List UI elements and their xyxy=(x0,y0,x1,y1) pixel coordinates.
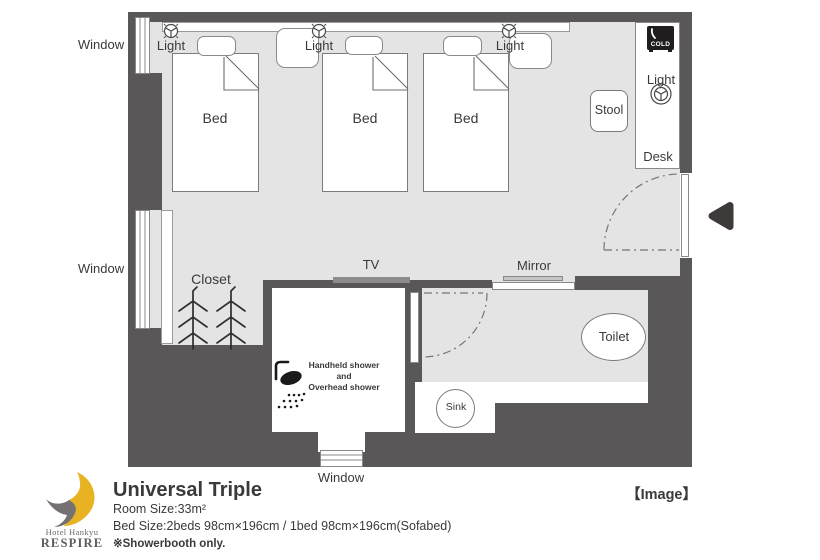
wall-segment xyxy=(575,276,648,290)
wall-segment xyxy=(263,281,272,432)
window-label-3: Window xyxy=(317,470,365,485)
wall-segment xyxy=(263,432,320,467)
pillow-1 xyxy=(197,36,236,56)
image-tag: 【Image】 xyxy=(626,487,697,503)
stool-label: Stool xyxy=(594,103,624,117)
shower-note-line-3: Overhead shower xyxy=(308,382,380,392)
wall-segment xyxy=(128,17,135,448)
wall-segment xyxy=(263,280,492,288)
nightstand-2 xyxy=(509,33,552,69)
light-label-1: Light xyxy=(156,38,186,53)
wall-segment xyxy=(128,345,263,467)
entrance-door-leaf xyxy=(681,174,689,257)
wall-segment xyxy=(135,73,162,210)
wall-segment xyxy=(150,328,162,348)
entrance-arrow-icon xyxy=(708,202,734,230)
window-upper-left xyxy=(135,17,150,74)
hotel-logo-text-large: RESPIRE xyxy=(40,536,104,550)
wall-segment xyxy=(648,276,692,467)
window-bottom xyxy=(320,450,363,467)
hotel-logo-icon xyxy=(46,472,95,527)
shower-note-text: ※Showerbooth only. xyxy=(113,538,226,550)
mirror xyxy=(503,276,563,281)
light-label-3: Light xyxy=(495,38,525,53)
stool xyxy=(590,90,628,132)
pillow-3 xyxy=(443,36,482,56)
tv xyxy=(333,277,410,283)
closet-label: Closet xyxy=(191,271,231,287)
wall-segment xyxy=(415,433,495,467)
headboard-shelf xyxy=(162,22,570,32)
hotel-logo-text-small: Hotel Hankyu xyxy=(45,527,99,537)
window-lower-left xyxy=(135,210,150,329)
shower-note-line-1: Handheld shower xyxy=(308,360,380,370)
light-label-2: Light xyxy=(304,38,334,53)
toilet-label: Toilet xyxy=(598,329,630,344)
sink xyxy=(436,389,475,428)
wall-segment xyxy=(680,258,692,290)
shower-note-line-2: and xyxy=(336,371,352,381)
pillow-2 xyxy=(345,36,383,55)
sink-label: Sink xyxy=(445,401,467,413)
bed-size-text: Bed Size:2beds 98cm×196cm / 1bed 98cm×19… xyxy=(113,519,452,533)
bed-label-3: Bed xyxy=(453,110,479,126)
wall-segment xyxy=(495,402,648,467)
refrigerator-icon: COLD xyxy=(647,26,674,50)
desk-label: Desk xyxy=(643,149,673,164)
room-name: Universal Triple xyxy=(113,479,262,501)
light-label-4: Light xyxy=(646,72,676,87)
wall-segment xyxy=(405,383,415,433)
window-ledge xyxy=(161,210,173,344)
wall-segment xyxy=(680,22,692,173)
shower-room-floor xyxy=(272,288,405,432)
mirror-shelf xyxy=(492,282,575,290)
bed-label-2: Bed xyxy=(352,110,378,126)
window-bay xyxy=(318,430,365,452)
toilet xyxy=(581,313,646,361)
tv-label: TV xyxy=(362,257,380,272)
wall-segment xyxy=(128,12,692,22)
wall-segment xyxy=(363,432,415,467)
window-label-1: Window xyxy=(77,37,125,52)
bed-label-1: Bed xyxy=(202,110,228,126)
room-size-text: Room Size:33m² xyxy=(113,502,207,516)
mirror-label: Mirror xyxy=(517,258,551,273)
refrigerator-label: COLD xyxy=(650,41,671,48)
bathroom-door-leaf xyxy=(410,292,419,363)
window-label-2: Window xyxy=(77,261,125,276)
